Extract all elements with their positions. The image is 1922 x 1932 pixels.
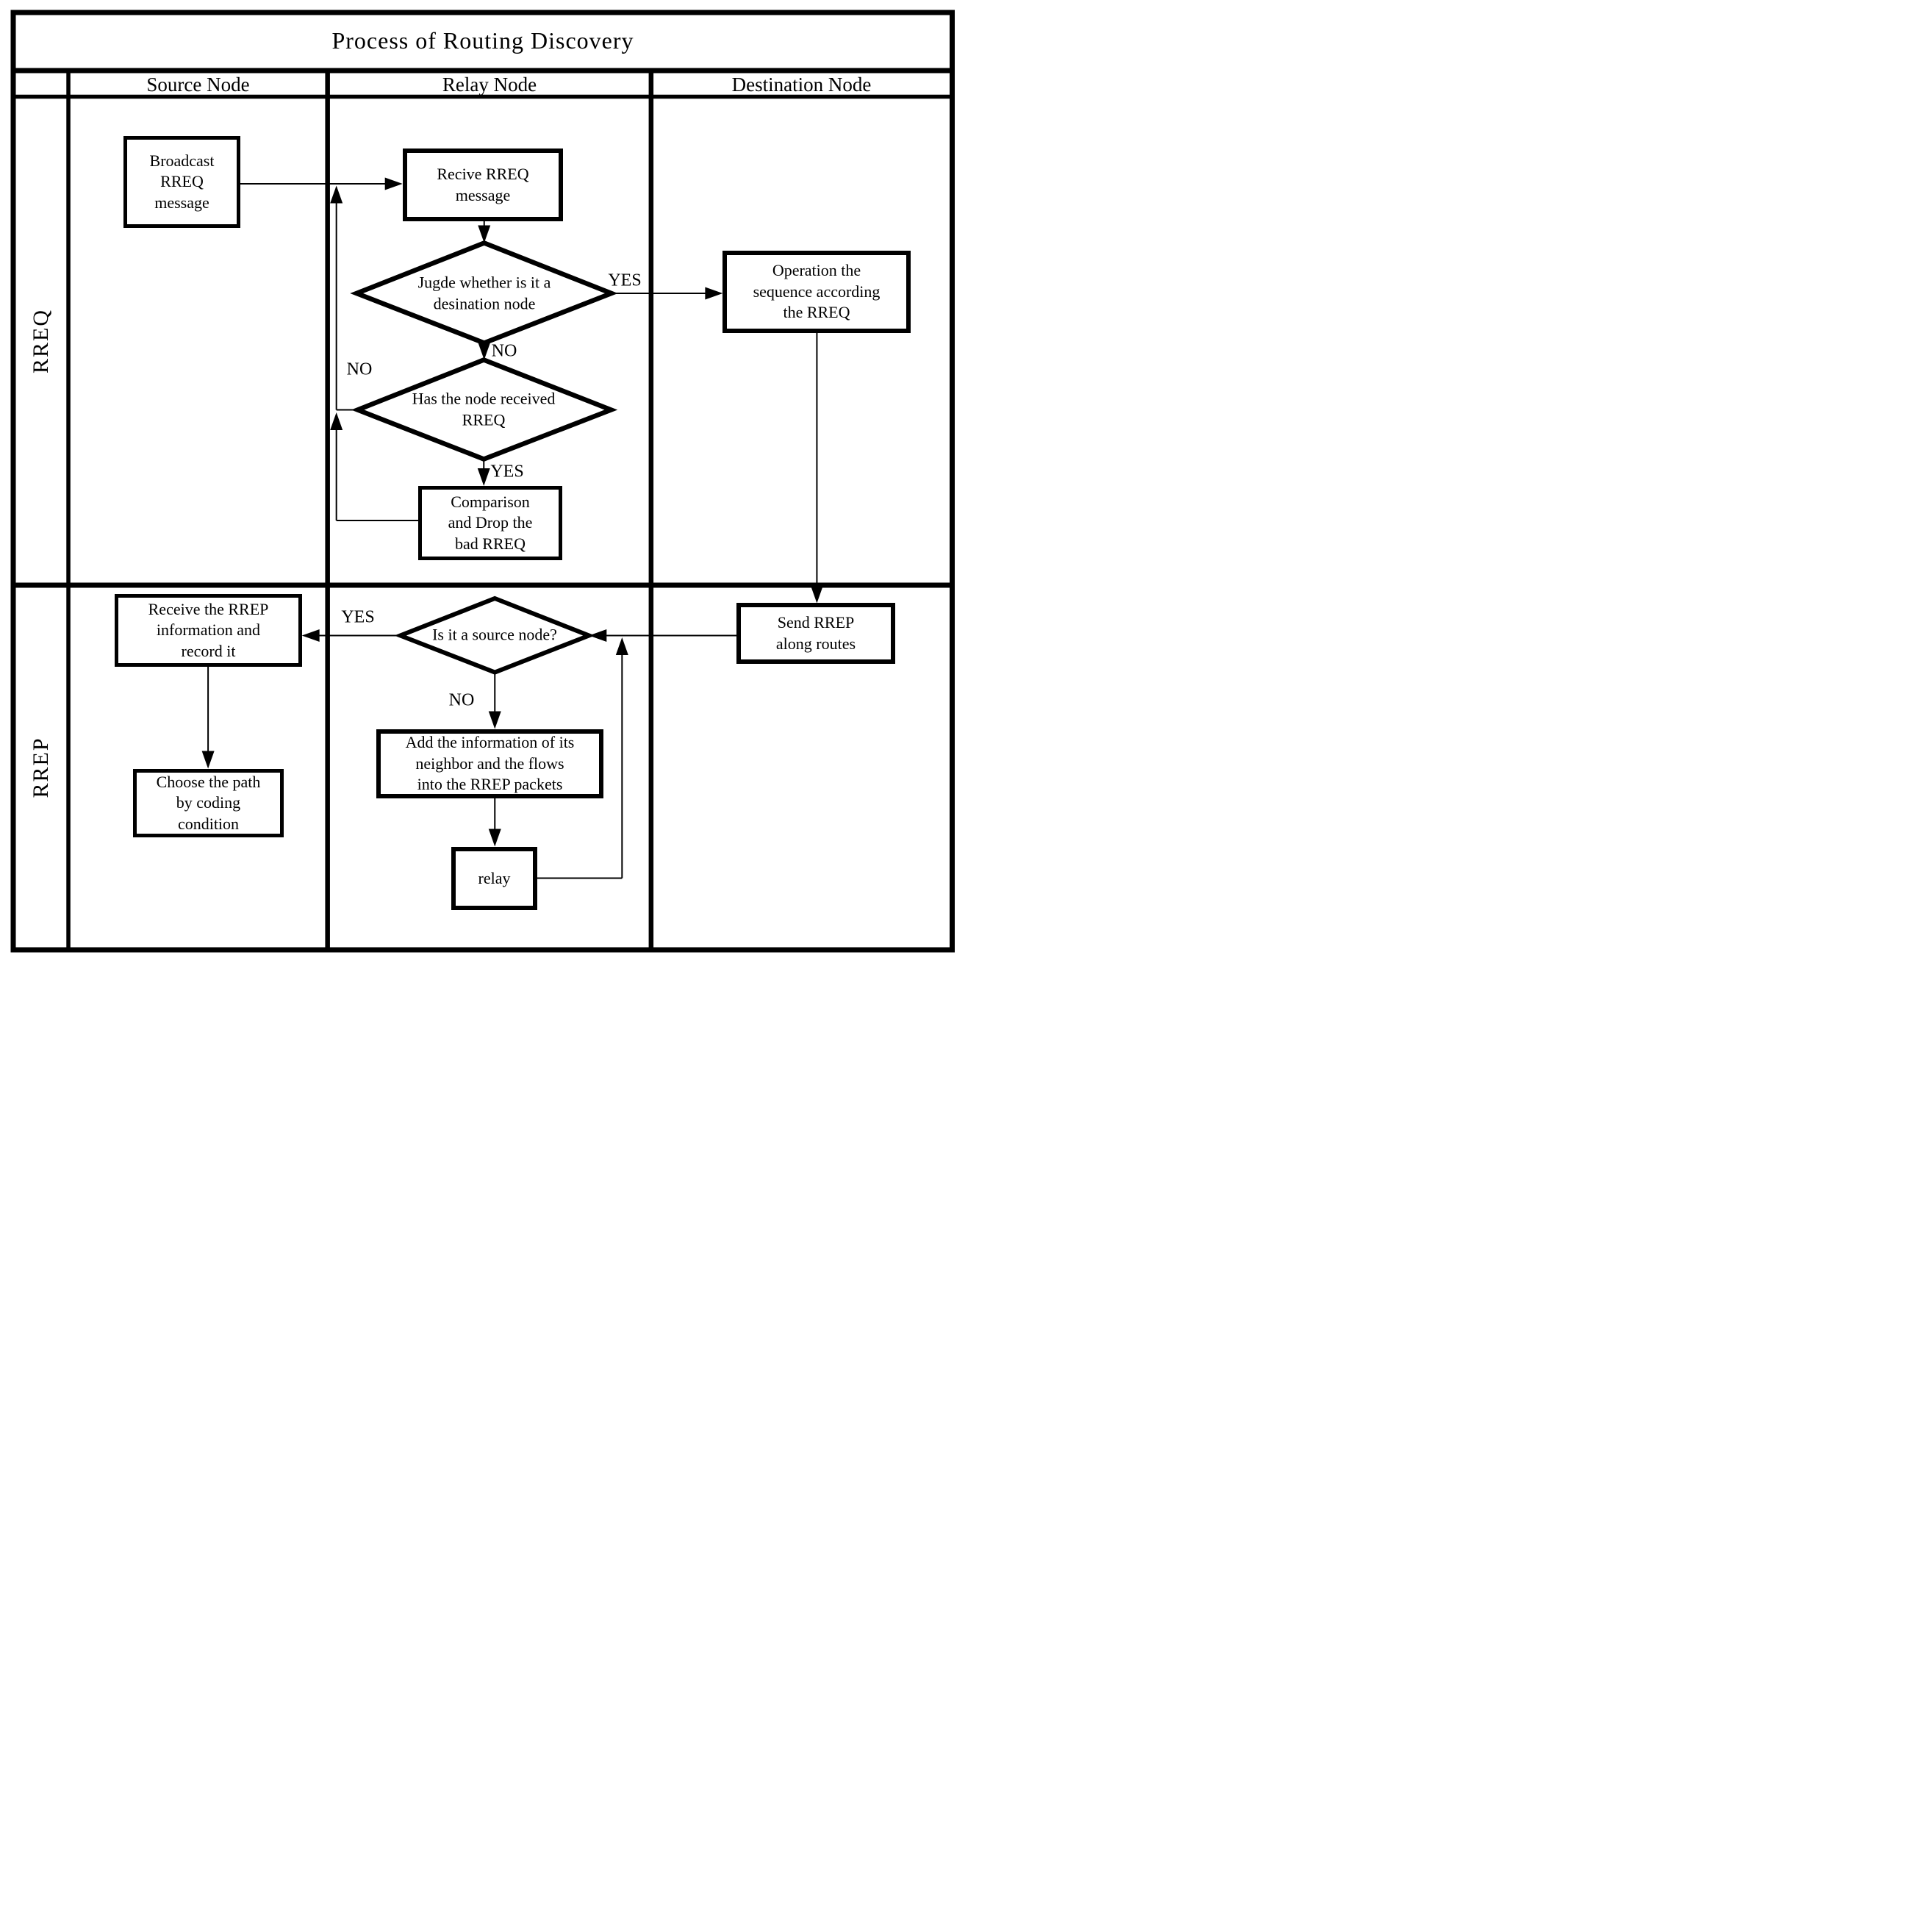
arrowhead-comparison-loop (330, 412, 343, 430)
lane-header-source: Source Node (146, 73, 250, 96)
arrowhead-into-relay (488, 829, 501, 847)
process-choose-path: Choose the path by coding condition (133, 769, 284, 837)
routing-discovery-flowchart: Process of Routing Discovery Source Node… (0, 0, 961, 966)
edge-label-received-yes: YES (490, 462, 524, 482)
process-add-information: Add the information of its neighbor and … (376, 729, 603, 798)
row-label-rrep: RREP (29, 737, 53, 798)
process-receive-rreq: Recive RREQ message (403, 149, 563, 221)
lane-header-relay: Relay Node (442, 73, 537, 96)
process-broadcast-rreq: Broadcast RREQ message (123, 136, 240, 228)
process-send-rrep: Send RREP along routes (736, 603, 895, 664)
process-comparison-drop: Comparison and Drop the bad RREQ (418, 486, 562, 560)
arrowhead-into-add (488, 711, 501, 729)
arrowhead-into-has-received (478, 342, 491, 360)
arrowhead-into-operation (705, 287, 723, 300)
decision-judge-destination-text: Jugde whether is it a desination node (417, 273, 551, 312)
edge-label-judge-yes: YES (608, 271, 642, 290)
edge-label-source-yes: YES (341, 607, 375, 627)
decision-has-received-text: Has the node received RREQ (412, 389, 556, 429)
process-receive-rrep: Receive the RREP information and record … (115, 594, 302, 667)
edge-label-judge-no: NO (491, 341, 517, 361)
lane-header-destination: Destination Node (731, 73, 872, 96)
flowchart-canvas (10, 10, 955, 953)
process-operation-sequence: Operation the sequence according the RRE… (722, 251, 911, 333)
row-label-rreq: RREQ (29, 309, 53, 374)
arrowhead-into-judge (478, 225, 491, 243)
process-relay: relay (451, 847, 537, 910)
arrowhead-into-send-rrep (810, 585, 823, 604)
decision-is-source-text: Is it a source node? (432, 625, 557, 644)
arrowhead-into-receive-rreq (384, 177, 403, 190)
arrowhead-loop-top (330, 185, 343, 204)
arrowhead-into-receive-rrep (301, 629, 320, 642)
outer-border (10, 10, 955, 953)
arrowhead-relay-loop (615, 637, 628, 655)
edge-label-source-no: NO (448, 690, 475, 710)
arrowhead-into-issource (589, 629, 607, 642)
edge-label-loop-no: NO (346, 359, 373, 379)
arrowhead-into-comparison (477, 468, 490, 486)
page-title: Process of Routing Discovery (331, 26, 634, 54)
arrowhead-into-choose (201, 751, 215, 769)
